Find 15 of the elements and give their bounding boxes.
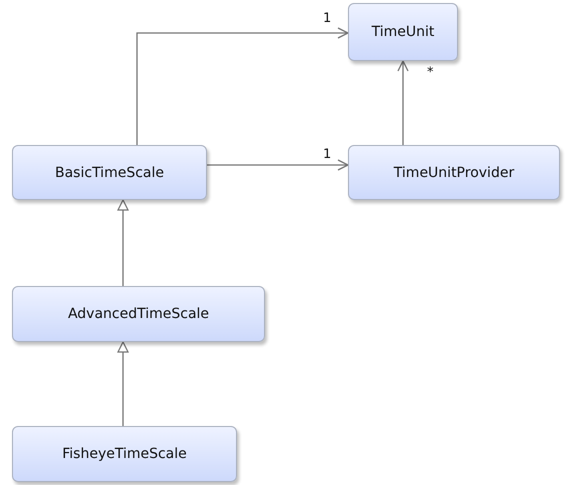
class-box [12, 286, 265, 342]
association-arrow [207, 159, 349, 171]
generalization-arrow [117, 199, 129, 286]
association-arrow [397, 60, 409, 145]
class-name: AdvancedTimeScale [68, 306, 210, 322]
class-box [12, 145, 207, 200]
class-name: TimeUnitProvider [394, 164, 514, 180]
class-name: FisheyeTimeScale [62, 446, 187, 462]
class-box [348, 145, 560, 200]
association-arrow [136, 27, 349, 145]
class-name: BasicTimeScale [55, 164, 164, 180]
class-box [12, 426, 237, 482]
class-box [348, 3, 458, 61]
class-name: TimeUnit [372, 24, 434, 40]
generalization-arrow [117, 341, 129, 426]
